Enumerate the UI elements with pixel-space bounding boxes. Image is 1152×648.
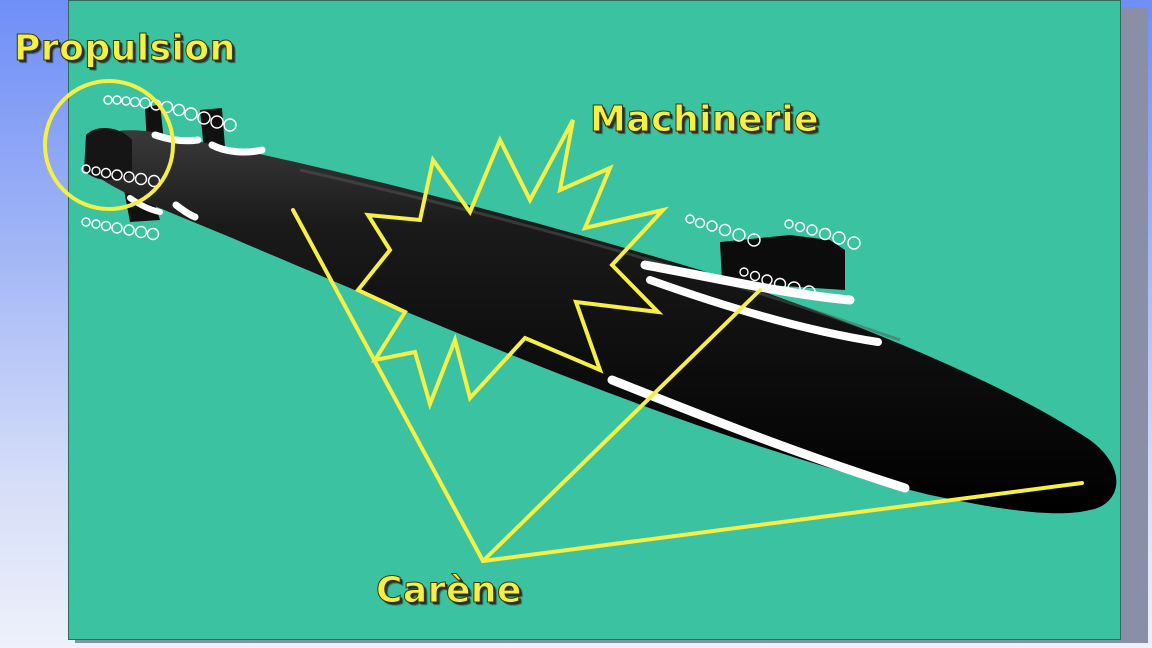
hull-callout-lines: [291, 208, 1084, 563]
submarine-illustration: [84, 104, 1117, 514]
label-propulsion: Propulsion: [14, 28, 236, 70]
bubble-trail: [81, 95, 861, 299]
propeller-circle: [43, 79, 175, 211]
explosion-starburst: [354, 119, 669, 411]
label-carene: Carène: [376, 570, 522, 612]
label-machinerie: Machinerie: [590, 99, 819, 141]
wake-lines: [127, 131, 910, 493]
